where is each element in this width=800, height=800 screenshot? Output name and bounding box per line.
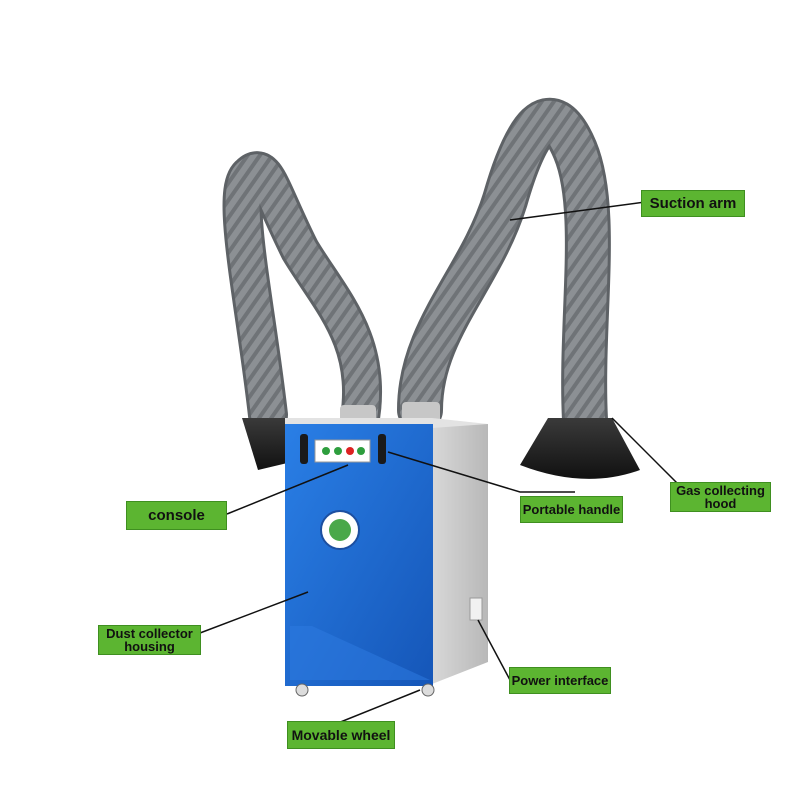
label-portable-handle-text: Portable handle [522,502,621,517]
console-panel [314,439,371,463]
label-power-interface: Power interface [509,667,611,694]
label-console: console [126,501,227,530]
right-hood [520,418,640,479]
console-button-green-3 [357,447,365,455]
console-button-red [346,447,354,455]
wheel-front-right [421,683,435,697]
leader-lines [199,201,681,724]
label-gas-hood-line2: hood [704,496,737,511]
label-dust-collector-housing: Dust collector housing [98,625,201,655]
console-button-green [322,447,330,455]
label-gas-hood-line1: Gas collecting [676,483,765,498]
right-handle [378,434,386,464]
label-gas-collecting-hood: Gas collecting hood [670,482,771,512]
power-interface-socket [469,597,483,621]
cabinet [285,418,488,697]
cabinet-side-panel [432,424,488,684]
label-movable-wheel-text: Movable wheel [291,727,391,743]
label-dust-collector-line1: Dust collector [106,626,193,641]
left-handle [300,434,308,464]
label-console-text: console [148,507,205,524]
label-suction-arm-text: Suction arm [649,195,737,212]
console-button-green-2 [334,447,342,455]
label-power-interface-text: Power interface [511,673,609,688]
label-movable-wheel: Movable wheel [287,721,395,749]
label-portable-handle: Portable handle [520,496,623,523]
wheel-front-left [295,683,309,697]
label-suction-arm: Suction arm [641,190,745,217]
right-suction-arm [397,97,640,479]
label-dust-collector-line2: housing [124,639,175,654]
